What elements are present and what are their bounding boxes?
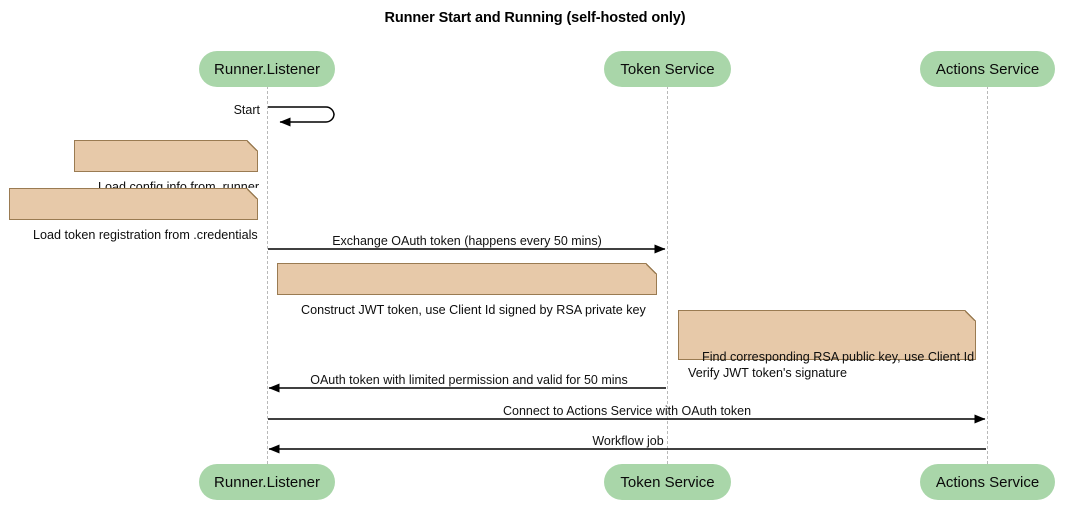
participant-label: Runner.Listener [214, 60, 320, 78]
participant-label: Actions Service [935, 60, 1040, 78]
lifeline-actions [987, 86, 988, 464]
participant-runner-bottom[interactable]: Runner.Listener [199, 464, 335, 500]
note-text: Find corresponding RSA public key, use C… [688, 350, 975, 380]
message-label-workflow-job: Workflow job [592, 434, 664, 448]
lifeline-token [667, 86, 668, 464]
message-label-oauth-token-response: OAuth token with limited permission and … [310, 373, 628, 387]
note-fold-corner-icon [247, 139, 259, 151]
page-title: Runner Start and Running (self-hosted on… [384, 10, 686, 26]
note-load-token-registration: Load token registration from .credential… [9, 187, 259, 242]
message-label-connect-actions-service: Connect to Actions Service with OAuth to… [502, 404, 752, 418]
note-load-config: Load config info from .runner [74, 139, 259, 194]
participant-actions-bottom[interactable]: Actions Service [920, 464, 1055, 500]
participant-runner-top[interactable]: Runner.Listener [199, 51, 335, 87]
participant-actions-top[interactable]: Actions Service [920, 51, 1055, 87]
note-text: Load token registration from .credential… [33, 228, 258, 242]
lifeline-runner [267, 86, 268, 464]
participant-token-bottom[interactable]: Token Service [604, 464, 731, 500]
participant-label: Token Service [620, 60, 715, 78]
message-label-start: Start [233, 103, 260, 117]
participant-label: Actions Service [935, 473, 1040, 491]
participant-token-top[interactable]: Token Service [604, 51, 731, 87]
participant-label: Token Service [620, 473, 715, 491]
message-arrow-start [268, 106, 335, 127]
note-verify-jwt: Find corresponding RSA public key, use C… [678, 309, 977, 380]
note-fold-corner-icon [247, 187, 259, 199]
message-label-exchange-oauth-token: Exchange OAuth token (happens every 50 m… [332, 234, 602, 248]
note-text: Construct JWT token, use Client Id signe… [301, 303, 646, 317]
note-fold-corner-icon [965, 309, 977, 321]
participant-label: Runner.Listener [214, 473, 320, 491]
note-construct-jwt: Construct JWT token, use Client Id signe… [277, 262, 658, 317]
note-fold-corner-icon [646, 262, 658, 274]
